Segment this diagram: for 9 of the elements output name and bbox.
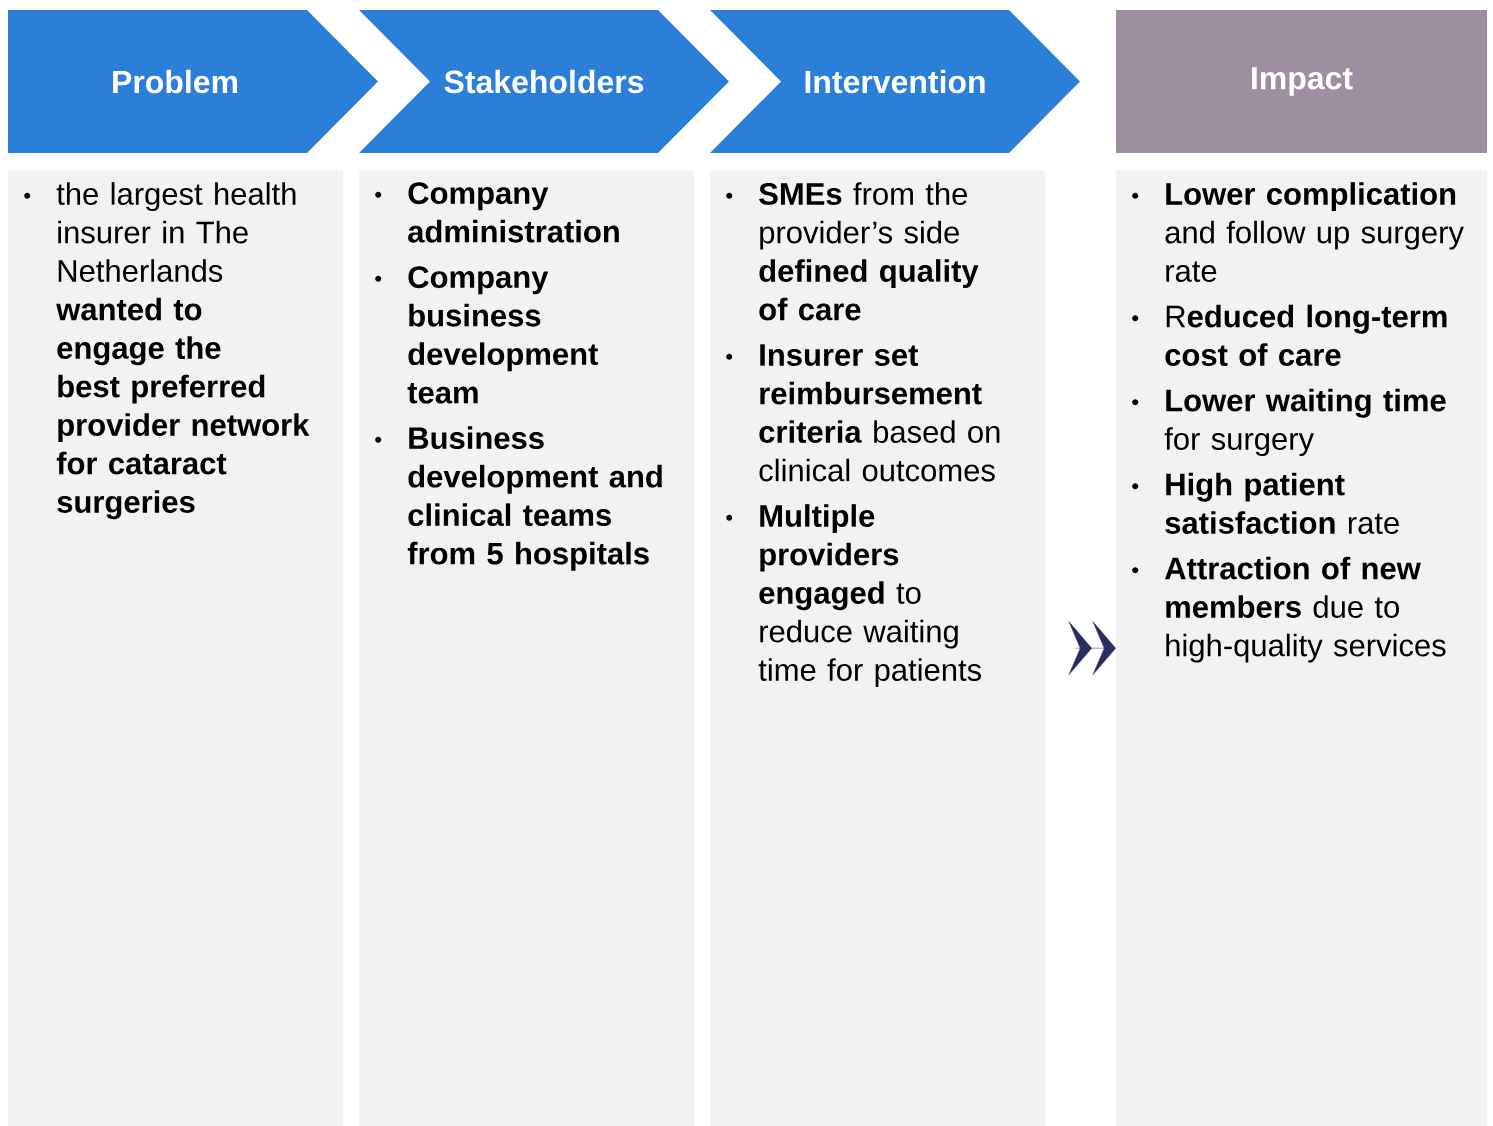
header-box: Impact: [1116, 10, 1487, 153]
chevron-header: Stakeholders: [359, 10, 729, 153]
chevron-header: Problem: [8, 10, 378, 153]
text-panel: the largest health insurer in The Netherlands wanted to engage the best preferred provider network for cataract surgeries: [8, 170, 344, 1126]
text-panel: SMEs from the provider’s side defined quality of care Insurer set reimbursement criteria based on clinical outcomes Multiple providers engaged to reduce waiting time for patients: [710, 170, 1046, 1126]
chevron-header: Intervention: [710, 10, 1080, 153]
text-panel: Company administration Company business development team Business development and clinical teams from 5 hospitals: [359, 170, 695, 1126]
text-panel: Lower complication and follow up surgery rate Reduced long-term cost of care Lower waiting time for surgery High patient satisfaction rate Attraction of new members due to high-quality services: [1116, 170, 1488, 1126]
double-chevron-arrow: [1068, 621, 1116, 676]
